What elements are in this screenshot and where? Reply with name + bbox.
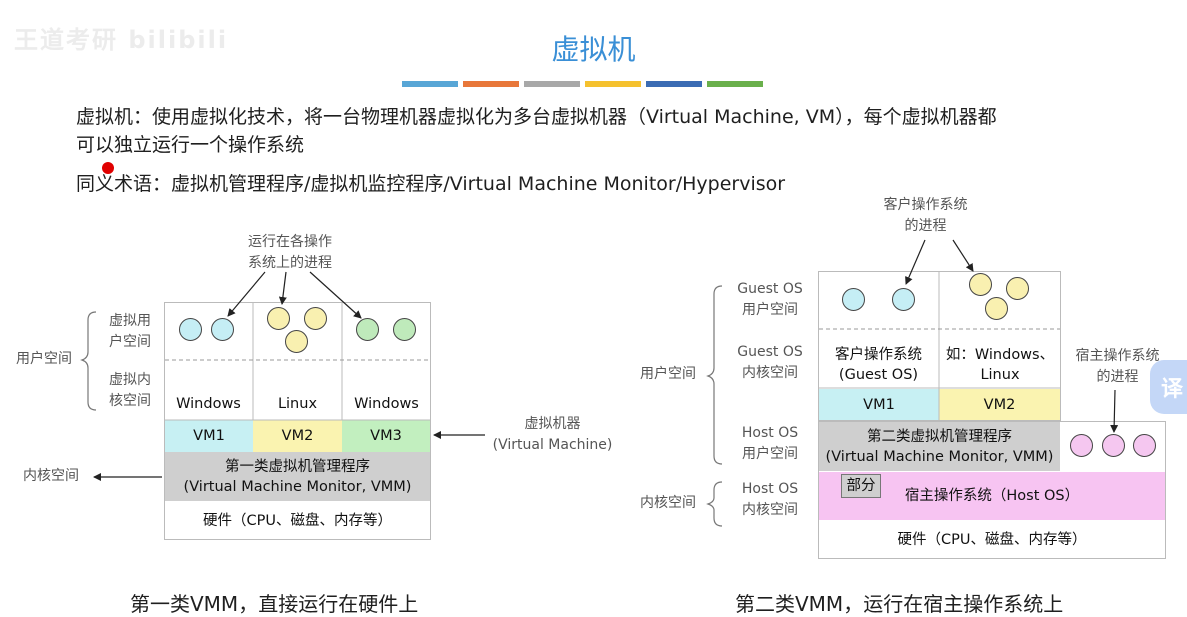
title-bar-2: [463, 81, 519, 87]
t1-vm-label: 虚拟机器(Virtual Machine): [492, 416, 613, 453]
page-title: 虚拟机: [551, 33, 636, 66]
t2-vmm: 第二类虚拟机管理程序(Virtual Machine Monitor, VMM): [819, 422, 1060, 471]
translate-button[interactable]: 译: [1150, 360, 1187, 414]
t1-vmm: 第一类虚拟机管理程序(Virtual Machine Monitor, VMM): [165, 452, 430, 501]
t2-user-space-label: 用户空间: [640, 366, 696, 382]
definition-line-2: 可以独立运行一个操作系统: [76, 134, 305, 156]
t2-process-circle: [892, 288, 915, 311]
t1-proc-note: 运行在各操作系统上的进程: [248, 234, 332, 271]
translate-icon: 译: [1160, 377, 1183, 402]
t1-caption: 第一类VMM，直接运行在硬件上: [130, 592, 419, 616]
t2-guest-os-2: 如：Windows、Linux: [945, 347, 1055, 383]
t1-vuser-label: 虚拟用户空间: [109, 313, 151, 350]
t1-hardware: 硬件（CPU、磁盘、内存等）: [203, 512, 392, 529]
t2-process-circle: [1133, 434, 1156, 457]
t2-kernel-space-label: 内核空间: [640, 495, 696, 511]
t1-process-circle: [267, 307, 290, 330]
t2-process-circle: [985, 297, 1008, 320]
t2-host-box: [818, 421, 1166, 559]
definition-line-1: 虚拟机：使用虚拟化技术，将一台物理机器虚拟化为多台虚拟机器（Virtual Ma…: [76, 106, 997, 128]
t1-process-circle: [356, 318, 379, 341]
t1-vkernel-label: 虚拟内核空间: [109, 372, 151, 409]
t1-os-windows-1: Windows: [176, 396, 241, 412]
title-bar-6: [707, 81, 763, 87]
title-bar-1: [402, 81, 458, 87]
t1-kernel-space-label: 内核空间: [23, 468, 79, 484]
t2-vm1: VM1: [819, 389, 939, 420]
t1-process-circle: [211, 318, 234, 341]
t1-process-circle: [393, 318, 416, 341]
title-bar-5: [646, 81, 702, 87]
t2-host-proc-note: 宿主操作系统的进程: [1075, 348, 1160, 385]
t2-hardware: 硬件（CPU、磁盘、内存等）: [897, 531, 1087, 548]
t2-part-label: 部分: [841, 474, 881, 498]
t1-outer-box: [164, 302, 431, 540]
t1-process-circle: [304, 307, 327, 330]
title-bar-4: [585, 81, 641, 87]
t1-vm3: VM3: [342, 420, 430, 452]
t2-vm2: VM2: [939, 389, 1060, 420]
t1-os-windows-2: Windows: [354, 396, 419, 412]
t1-user-space-label: 用户空间: [16, 351, 72, 367]
t2-guest-proc-note: 客户操作系统的进程: [883, 197, 968, 234]
t1-os-linux: Linux: [277, 396, 318, 412]
t2-process-circle: [1102, 434, 1125, 457]
t2-caption: 第二类VMM，运行在宿主操作系统上: [735, 592, 1064, 616]
t2-guest-os-1: 客户操作系统(Guest OS): [835, 347, 922, 383]
t1-process-circle: [179, 318, 202, 341]
title-bar-3: [524, 81, 580, 87]
t2-process-circle: [1070, 434, 1093, 457]
t1-process-circle: [285, 330, 308, 353]
t2-process-circle: [842, 288, 865, 311]
t2-process-circle: [1006, 277, 1029, 300]
watermark: 王道考研 bilibili: [14, 26, 229, 54]
t2-process-circle: [969, 273, 992, 296]
t1-vm1: VM1: [165, 420, 253, 452]
definition-line-3: 同义术语：虚拟机管理程序/虚拟机监控程序/Virtual Machine Mon…: [76, 173, 786, 195]
t1-vm2: VM2: [253, 420, 342, 452]
